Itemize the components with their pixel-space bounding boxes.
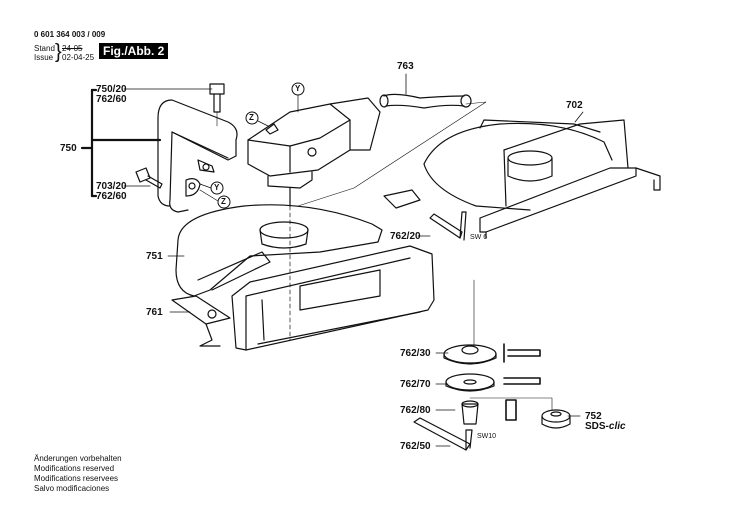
marker-z: Z bbox=[221, 197, 226, 206]
callout-702: 702 bbox=[566, 100, 583, 111]
sds-suffix: clic bbox=[608, 421, 626, 432]
brace-icon: } bbox=[55, 41, 62, 63]
issue-value: 02-04-25 bbox=[62, 53, 95, 62]
screw-750-20 bbox=[209, 83, 225, 127]
callout-751: 751 bbox=[146, 251, 163, 262]
callout-762-80: 762/80 bbox=[400, 405, 431, 416]
callout-750: 750 bbox=[60, 143, 77, 154]
angle-grinder bbox=[247, 97, 381, 207]
marker-y: Y bbox=[295, 84, 301, 93]
callout-762-50: 762/50 bbox=[400, 441, 431, 452]
hose-763 bbox=[297, 93, 487, 207]
guard-751 bbox=[175, 204, 383, 341]
stand-label: Stand bbox=[34, 44, 55, 53]
callout-762-70: 762/70 bbox=[400, 379, 431, 390]
footer-note-de: Änderungen vorbehalten bbox=[34, 454, 122, 463]
callout-761: 761 bbox=[146, 307, 163, 318]
allen-key-762-20 bbox=[429, 211, 467, 241]
issue-label: Issue bbox=[34, 53, 54, 62]
extraction-hood-702 bbox=[383, 119, 661, 239]
marker-z: Z bbox=[249, 113, 254, 122]
leader-lines bbox=[123, 73, 584, 447]
allen-key-762-50 bbox=[413, 417, 473, 451]
callout-762-20: 762/20 bbox=[390, 231, 421, 242]
callout-703-20: 703/20 bbox=[96, 181, 127, 192]
callout-762-30: 762/30 bbox=[400, 348, 431, 359]
stand-value: 24-05 bbox=[62, 44, 83, 53]
flange-762-30 bbox=[443, 279, 541, 365]
sds-clic-label: SDS-clic bbox=[585, 421, 626, 432]
part-number: 0 601 364 003 / 009 bbox=[34, 30, 106, 39]
sds-prefix: SDS- bbox=[585, 421, 609, 432]
nut-762-80 bbox=[461, 397, 553, 425]
footer-note-en: Modifications reserved bbox=[34, 464, 115, 473]
footer-note-fr: Modifications reservees bbox=[34, 474, 119, 483]
callout-752: 752 bbox=[585, 411, 602, 422]
callout-sw10: SW10 bbox=[477, 433, 497, 440]
group-bracket-750 bbox=[80, 88, 162, 198]
callout-763: 763 bbox=[397, 61, 414, 72]
screw-703-20 bbox=[135, 167, 163, 189]
flange-762-70 bbox=[445, 373, 541, 392]
callout-762-60: 762/60 bbox=[96, 94, 127, 105]
callout-sw6: SW 6 bbox=[470, 234, 488, 241]
nut-752-sds-clic bbox=[541, 409, 571, 429]
marker-circles bbox=[199, 82, 305, 209]
figure-label: Fig./Abb. 2 bbox=[99, 43, 169, 59]
marker-y: Y bbox=[214, 183, 220, 192]
footer-note-es: Salvo modificaciones bbox=[34, 484, 110, 493]
callout-750-20: 750/20 bbox=[96, 84, 127, 95]
callout-762-60: 762/60 bbox=[96, 191, 127, 202]
cutting-guide-base bbox=[171, 245, 435, 351]
handle-750 bbox=[157, 99, 238, 213]
